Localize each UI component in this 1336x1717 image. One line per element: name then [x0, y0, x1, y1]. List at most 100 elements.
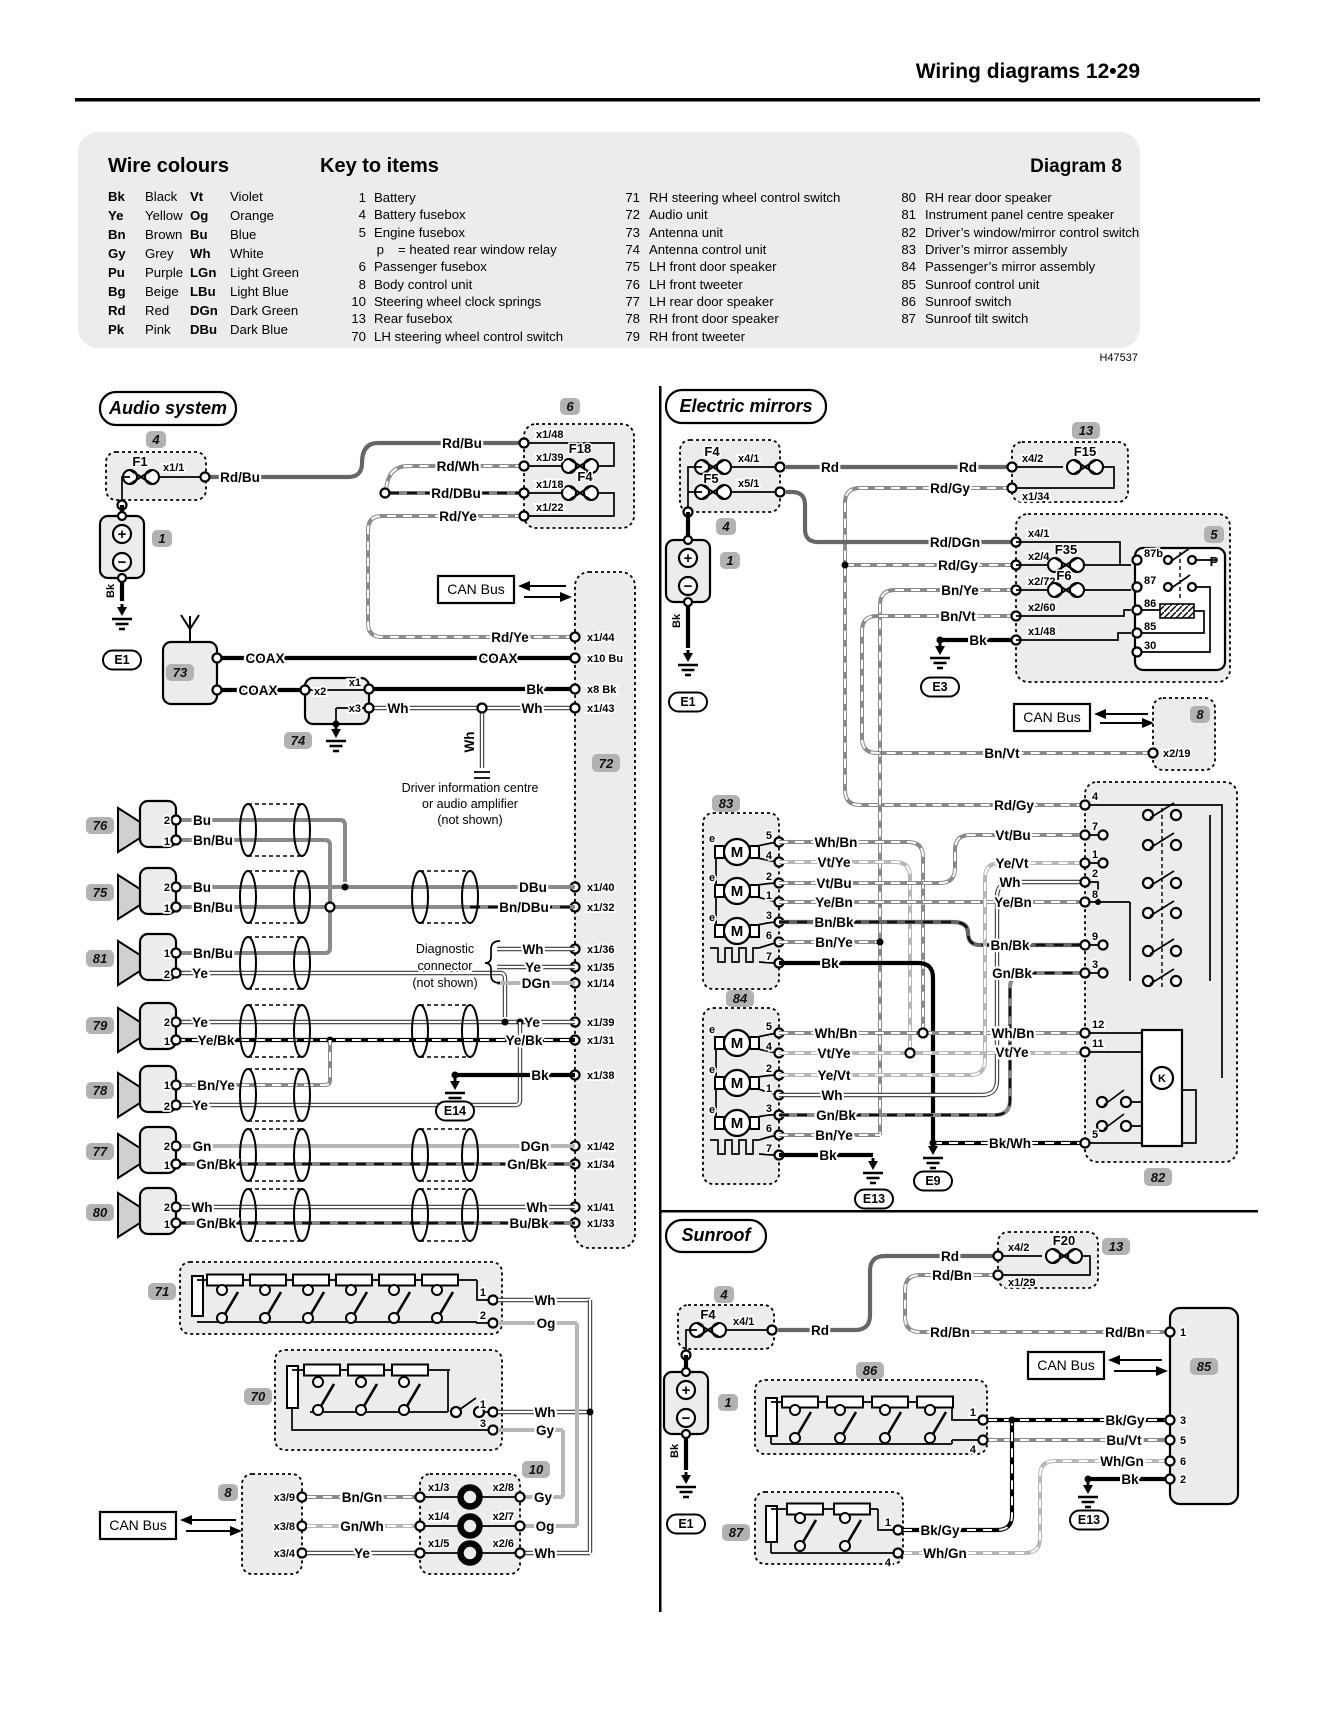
svg-text:79: 79	[625, 329, 640, 344]
ground-e14: E14	[435, 1076, 475, 1122]
svg-text:x1/43: x1/43	[587, 703, 615, 715]
svg-text:4: 4	[359, 207, 366, 222]
svg-text:Bn/Ye: Bn/Ye	[815, 935, 853, 950]
svg-text:2: 2	[164, 1017, 170, 1029]
svg-text:Engine fusebox: Engine fusebox	[374, 225, 465, 240]
svg-text:Rd: Rd	[811, 1323, 829, 1338]
note-line: or audio amplifier	[422, 797, 518, 811]
svg-text:E13: E13	[1078, 1513, 1100, 1527]
antenna-control-unit-74: x2 x1 x3 74	[284, 675, 375, 753]
ground-e9: E9	[913, 1141, 953, 1192]
svg-text:Rd/Bn: Rd/Bn	[930, 1325, 970, 1340]
svg-text:= heated rear window relay: = heated rear window relay	[398, 242, 557, 257]
svg-text:81: 81	[901, 207, 916, 222]
svg-text:Brown: Brown	[145, 227, 182, 242]
svg-text:LH rear door speaker: LH rear door speaker	[649, 294, 774, 309]
svg-text:86: 86	[901, 294, 916, 309]
svg-text:78: 78	[625, 311, 640, 326]
svg-text:F1: F1	[132, 454, 147, 469]
svg-text:Light Blue: Light Blue	[230, 284, 289, 299]
svg-text:Dark Blue: Dark Blue	[230, 322, 288, 337]
svg-text:72: 72	[625, 207, 640, 222]
svg-text:72: 72	[599, 756, 614, 771]
svg-text:F5: F5	[703, 471, 718, 486]
svg-text:4: 4	[885, 1557, 892, 1569]
svg-text:e: e	[709, 1064, 715, 1076]
svg-text:75: 75	[625, 259, 640, 274]
svg-text:DBu: DBu	[519, 880, 547, 895]
svg-text:M: M	[731, 1075, 744, 1092]
svg-text:4: 4	[719, 1287, 728, 1302]
svg-text:Wh/Bn: Wh/Bn	[992, 1026, 1035, 1041]
svg-text:x2/6: x2/6	[493, 1538, 514, 1550]
svg-text:Gn/Bk: Gn/Bk	[196, 1157, 236, 1172]
svg-text:Gn/Wh: Gn/Wh	[340, 1519, 384, 1534]
svg-text:Bn/Ye: Bn/Ye	[815, 1128, 853, 1143]
svg-text:Gy: Gy	[534, 1490, 553, 1505]
svg-text:DGn: DGn	[522, 976, 551, 991]
svg-text:Rd/Bn: Rd/Bn	[1105, 1325, 1145, 1340]
svg-text:Ye/Vt: Ye/Vt	[995, 856, 1029, 871]
svg-text:Ye: Ye	[192, 966, 208, 981]
svg-text:Wh: Wh	[523, 942, 544, 957]
svg-text:Steering wheel clock springs: Steering wheel clock springs	[374, 294, 542, 309]
svg-text:87: 87	[1144, 575, 1156, 587]
svg-text:Antenna unit: Antenna unit	[649, 225, 723, 240]
svg-text:86: 86	[863, 1363, 878, 1378]
svg-text:87: 87	[729, 1525, 744, 1540]
svg-text:e: e	[709, 912, 715, 924]
svg-text:1: 1	[724, 1395, 731, 1410]
svg-text:Gn/Bk: Gn/Bk	[816, 1108, 856, 1123]
svg-text:6: 6	[766, 930, 772, 942]
svg-text:F4: F4	[577, 469, 593, 484]
sunroof-section: Sunroof Rd Rd Rd/Bn Rd/Bn Rd/Bn Bk/Gy Bu…	[662, 1218, 1240, 1571]
svg-text:Bu/Vt: Bu/Vt	[1106, 1433, 1142, 1448]
mirrors-title-box	[664, 388, 828, 425]
svg-text:86: 86	[1144, 598, 1156, 610]
mirrors-bcm-8: 8 x2/19	[1147, 697, 1216, 771]
svg-text:x2/4: x2/4	[1028, 551, 1050, 563]
svg-text:F18: F18	[569, 441, 591, 456]
svg-text:73: 73	[173, 665, 188, 680]
svg-text:F35: F35	[1055, 542, 1077, 557]
svg-text:Antenna control unit: Antenna control unit	[649, 242, 767, 257]
svg-text:6: 6	[359, 259, 366, 274]
sunroof-can-bus: CAN Bus	[1026, 1350, 1168, 1381]
svg-text:Vt/Bu: Vt/Bu	[816, 876, 851, 891]
svg-text:Ye: Ye	[108, 208, 123, 223]
svg-text:Bu: Bu	[193, 880, 211, 895]
svg-text:80: 80	[93, 1205, 108, 1220]
svg-text:Bk/Gy: Bk/Gy	[1105, 1413, 1145, 1428]
svg-text:Wh: Wh	[1000, 875, 1021, 890]
svg-text:Bk: Bk	[821, 956, 839, 971]
svg-text:Passenger fusebox: Passenger fusebox	[374, 259, 487, 274]
sunroof-switch-86: 86 14	[754, 1362, 989, 1458]
svg-text:Ye: Ye	[192, 1098, 208, 1113]
svg-text:Purple: Purple	[145, 265, 183, 280]
svg-text:x2/8: x2/8	[493, 1482, 514, 1494]
ground-icon	[861, 1156, 885, 1185]
svg-text:DGn: DGn	[521, 1139, 550, 1154]
svg-text:Gn/Bk: Gn/Bk	[507, 1157, 547, 1172]
svg-text:8: 8	[1092, 889, 1098, 901]
svg-text:5: 5	[766, 830, 772, 842]
svg-text:Rd/Gy: Rd/Gy	[994, 798, 1034, 813]
svg-text:1: 1	[164, 836, 170, 848]
svg-text:Rd/Gy: Rd/Gy	[930, 481, 970, 496]
svg-text:Bk/Gy: Bk/Gy	[920, 1523, 960, 1538]
svg-text:Black: Black	[145, 189, 178, 204]
audio-top-wires	[210, 440, 575, 779]
sunroof-tilt-switch-87: 87 14	[722, 1491, 904, 1571]
svg-text:Bu: Bu	[193, 813, 211, 828]
svg-text:8: 8	[1196, 707, 1204, 722]
audio-unit-72-connector: 72 x1/44 x10 Bu x8 Bk x1/43 x1/40 x1/32 …	[569, 571, 636, 1249]
svg-text:Og: Og	[537, 1316, 556, 1331]
svg-text:Ye/Bk: Ye/Bk	[506, 1033, 543, 1048]
diagram-number: Diagram 8	[1030, 156, 1122, 177]
svg-text:76: 76	[625, 277, 640, 292]
svg-text:LH front door speaker: LH front door speaker	[649, 259, 777, 274]
svg-text:Grey: Grey	[145, 246, 174, 261]
